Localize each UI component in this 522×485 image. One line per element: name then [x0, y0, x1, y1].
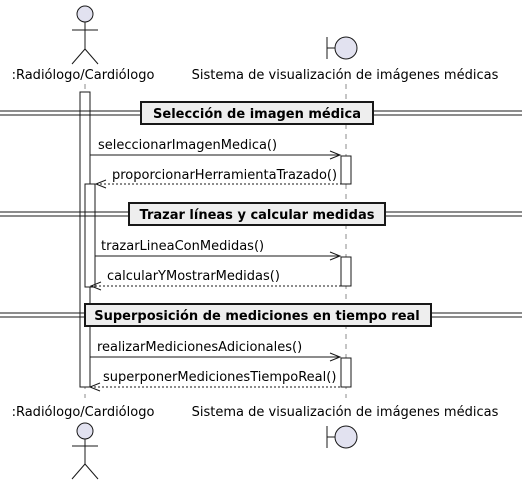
boundary-name-top: Sistema de visualización de imágenes méd… [192, 68, 499, 83]
message-label-1: seleccionarImagenMedica() [98, 138, 277, 153]
boundary-icon-top [326, 36, 358, 60]
section-divider-3: Superposición de mediciones en tiempo re… [0, 303, 522, 327]
actor-name-top: :Radiólogo/Cardiólogo [12, 68, 155, 83]
message-arrowhead-1 [329, 150, 342, 160]
actor-name-bottom: :Radiólogo/Cardiólogo [12, 405, 155, 420]
boundary-icon-bottom [326, 425, 358, 449]
message-label-3: trazarLineaConMedidas() [101, 239, 264, 254]
message-label-5: realizarMedicionesAdicionales() [97, 340, 302, 355]
message-arrowhead-6 [88, 382, 101, 392]
section-label-1: Selección de imagen médica [153, 107, 361, 122]
section-label-3: Superposición de mediciones en tiempo re… [94, 309, 420, 324]
message-arrowhead-4 [89, 281, 102, 291]
message-label-4: calcularYMostrarMedidas() [107, 269, 280, 284]
message-arrowhead-3 [329, 251, 342, 261]
boundary-activation-3 [340, 357, 352, 388]
actor-activation-inner [84, 183, 96, 288]
boundary-name-bottom: Sistema de visualización de imágenes méd… [192, 405, 499, 420]
boundary-activation-2 [340, 256, 352, 287]
message-arrowhead-2 [94, 179, 107, 189]
section-divider-2: Trazar líneas y calcular medidas [0, 202, 522, 226]
boundary-activation-1 [340, 155, 352, 185]
message-arrowhead-5 [329, 352, 342, 362]
actor-icon-bottom [71, 422, 99, 480]
actor-icon-top [71, 5, 99, 65]
message-label-6: superponerMedicionesTiempoReal() [103, 370, 336, 385]
message-label-2: proporcionarHerramientaTrazado() [112, 168, 337, 183]
section-label-2: Trazar líneas y calcular medidas [140, 208, 375, 223]
section-divider-1: Selección de imagen médica [0, 101, 522, 125]
